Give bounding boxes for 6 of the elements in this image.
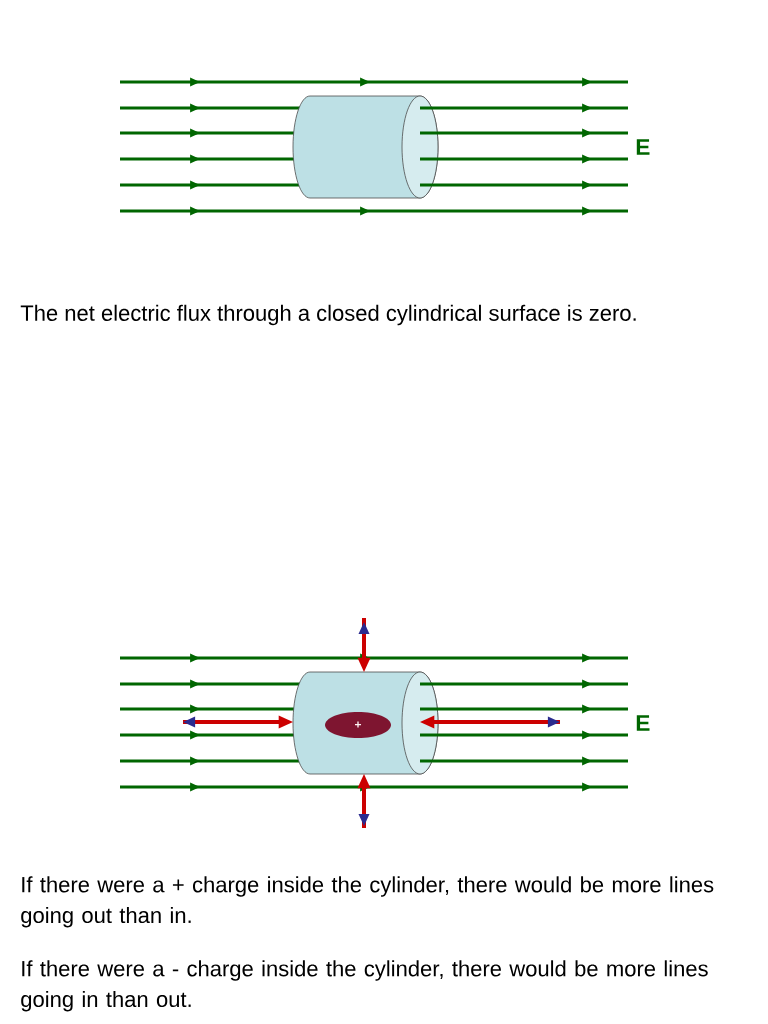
field-label: E [636, 139, 650, 155]
charge-sign: + [355, 721, 361, 728]
paragraph: If there were a + charge inside the cylinder, there would be more lines going out than in. [21, 876, 714, 928]
caption-text: The net electric flux through a closed cylindrical surface is zero. [20, 304, 636, 326]
paragraph: If there were a - charge inside the cylinder, there would be more lines going in than out. [21, 960, 708, 1012]
field-label: E [636, 715, 650, 731]
